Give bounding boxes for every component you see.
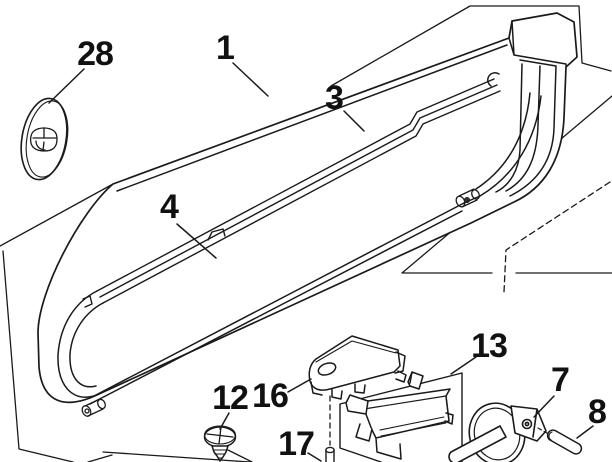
part-callout-8: 8 (588, 393, 607, 431)
part-callout-17: 17 (278, 425, 315, 462)
leader-1 (232, 62, 269, 97)
face-plate-hook-curl (487, 72, 500, 87)
leader-16 (287, 378, 312, 393)
bracket-part-13 (345, 371, 454, 460)
part-callout-4: 4 (160, 188, 179, 226)
bracket-13-right-clip (407, 371, 424, 390)
body-edge-left-diagonal (0, 183, 114, 247)
part-callout-1: 1 (216, 29, 235, 67)
leader-lines (48, 62, 594, 462)
body-edge-top-right (330, 5, 612, 87)
leader-28 (48, 68, 85, 104)
shaft (448, 425, 507, 462)
part-callout-12: 12 (212, 379, 249, 417)
face-plate-window-part-4 (57, 92, 542, 417)
bracket-13-tab (444, 412, 454, 425)
leader-8 (576, 425, 594, 439)
bracket-16-right-tab (394, 351, 407, 383)
screw-part-12 (203, 425, 237, 462)
part-callout-28: 28 (77, 35, 114, 73)
tube-cylinder-right (455, 188, 480, 208)
part-callout-7: 7 (551, 361, 570, 399)
leader-17 (307, 452, 322, 462)
spool-cap-part-28 (20, 97, 69, 181)
face-plate-rail-part-3 (82, 78, 501, 308)
screw-phillips-slot (206, 426, 234, 445)
face-plate-top-edge-inner-line (116, 44, 508, 192)
bracket-16-feet (310, 381, 366, 400)
tube-cylinder-left (81, 398, 106, 417)
wheel-part-7 (448, 402, 553, 462)
leader-13 (450, 356, 477, 375)
part-callout-16: 16 (252, 377, 289, 415)
face-plate-end-cap (487, 20, 567, 197)
leader-4 (176, 223, 217, 259)
pin-part-8 (546, 429, 583, 455)
spool-cap-hub (29, 127, 58, 152)
rail-tab (207, 228, 226, 241)
bracket-13-lip (375, 437, 402, 460)
part-callout-3: 3 (325, 79, 344, 117)
face-plate-outer-outline (37, 12, 578, 404)
bracket-13-foot (355, 423, 373, 442)
bracket-13-left-clip (345, 394, 369, 415)
leader-12 (219, 412, 230, 430)
leader-3 (343, 110, 365, 132)
face-plate-part-1 (37, 12, 578, 417)
body-edge-left-corner (2, 250, 74, 462)
leader-7 (533, 395, 555, 418)
bracket-part-16 (308, 335, 407, 446)
reference-dashed-line (503, 181, 611, 293)
cutoff-lines-bottom (87, 449, 253, 462)
pin-part-17 (325, 446, 335, 462)
part-callout-13: 13 (471, 327, 508, 365)
